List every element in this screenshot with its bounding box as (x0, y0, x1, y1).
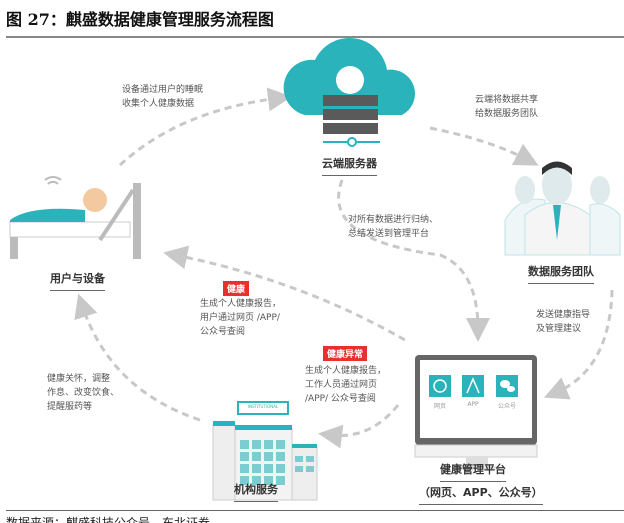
cloud-server-label: 云端服务器 (322, 155, 377, 176)
institution-sign: INSTITUTIONAL (247, 404, 279, 409)
team-icon (504, 161, 621, 256)
note-cloud-to-platform: 对所有数据进行归纳、 总结发送到管理平台 (348, 215, 439, 239)
bed-user-icon (9, 176, 141, 259)
arrow-cloud-to-platform (337, 179, 490, 342)
note-inst-to-user: 健康关怀，调整 作息、改变饮食、 提醒服药等 (47, 374, 120, 412)
institution-label: 机构服务 (234, 481, 278, 502)
top-rule (6, 36, 624, 38)
cloud-server-icon (283, 37, 416, 147)
note-platform-to-inst: 生成个人健康报告， 工作人员通过网页 /APP/ 公众号查阅 (305, 366, 387, 404)
arrow-cloud-to-team (429, 126, 539, 166)
wechat-icon-label: 公众号 (497, 403, 516, 410)
arrow-platform-to-user (163, 245, 406, 342)
figure-title: 图 27：麒盛数据健康管理服务流程图 (6, 10, 274, 29)
platform-sublabel: （网页、APP、公众号） (419, 484, 543, 505)
badge-abnormal: 健康异常 (323, 346, 368, 361)
arrow-team-to-platform (543, 289, 614, 400)
note-cloud-to-team: 云端将数据共享 给数据服务团队 (475, 95, 539, 119)
web-icon-label: 网页 (433, 403, 446, 410)
arrow-platform-to-inst (318, 404, 400, 449)
platform-label: 健康管理平台 (440, 461, 506, 482)
badge-healthy: 健康 (223, 281, 250, 296)
app-icon-label: APP (467, 401, 479, 408)
arrow-inst-to-user (74, 293, 201, 422)
note-team-to-platform: 发送健康指导 及管理建议 (536, 310, 591, 334)
source-note: 数据来源：麒盛科技公众号，东北证券 (6, 516, 211, 523)
monitor-icon (414, 355, 538, 470)
note-user-to-cloud: 设备通过用户的睡眠 收集个人健康数据 (122, 85, 204, 109)
note-platform-to-user: 生成个人健康报告， 用户通过网页 /APP/ 公众号查阅 (200, 299, 282, 337)
user-label: 用户与设备 (50, 270, 105, 291)
team-label: 数据服务团队 (528, 263, 594, 284)
building-icon (212, 401, 318, 501)
bottom-rule (6, 510, 624, 511)
